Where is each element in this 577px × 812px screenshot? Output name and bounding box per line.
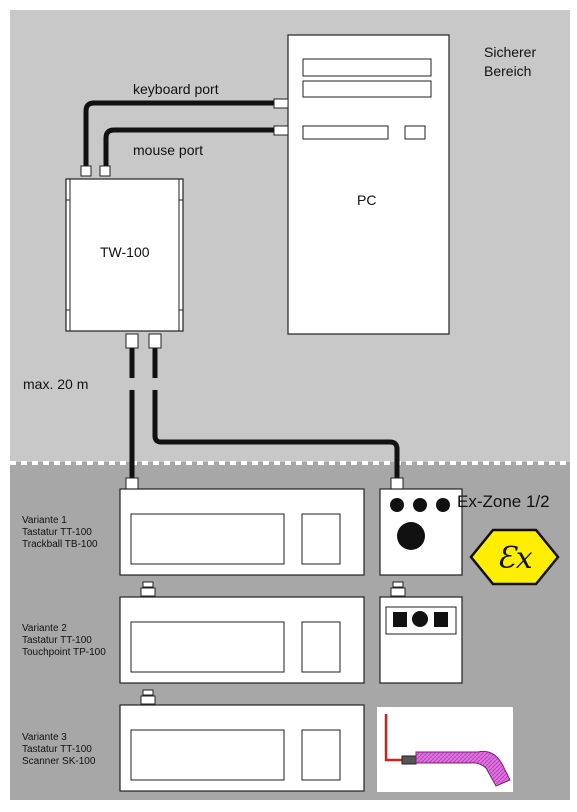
keyboard-variant-2 (119, 596, 365, 684)
keyboard-port-plug (273, 98, 289, 109)
variant-2-title: Variante 2 (22, 623, 67, 634)
variant-3-keyboard: Tastatur TT-100 (22, 744, 92, 755)
keyboard-port-label: keyboard port (133, 81, 219, 97)
variant-1-keyboard: Tastatur TT-100 (22, 527, 92, 538)
variant-3-device: Scanner SK-100 (22, 756, 96, 767)
keyboard-variant-1 (119, 488, 365, 576)
mouse-port-label: mouse port (133, 142, 204, 158)
tw100-box (65, 165, 184, 349)
mouse-port-plug (273, 125, 289, 136)
tw100-label: TW-100 (100, 244, 150, 260)
max-cable-length-label: max. 20 m (23, 376, 89, 392)
keyboard-variant-3 (119, 704, 365, 792)
safe-zone-label-line2: Bereich (484, 63, 532, 79)
variant-1-device: Trackball TB-100 (22, 539, 98, 550)
variant-1-title: Variante 1 (22, 515, 67, 526)
connector-glands (125, 477, 406, 705)
trackball-device (379, 488, 463, 576)
variant-2-keyboard: Tastatur TT-100 (22, 635, 92, 646)
pc-label: PC (357, 192, 377, 208)
variant-3-title: Variante 3 (22, 732, 67, 743)
svg-text:Ɛx: Ɛx (497, 541, 533, 576)
scanner-device (377, 707, 513, 792)
ex-zone-label: Ex-Zone 1/2 (457, 492, 550, 511)
cable-breaks (125, 378, 162, 390)
variant-2-device: Touchpoint TP-100 (22, 647, 106, 658)
cables-lower (129, 348, 400, 478)
pc-tower (287, 34, 450, 335)
atex-ex-hexagon-icon: Ɛx (469, 528, 560, 586)
safe-zone-label-line1: Sicherer (484, 44, 537, 60)
cables-upper (83, 100, 276, 168)
touchpoint-device (379, 596, 463, 684)
